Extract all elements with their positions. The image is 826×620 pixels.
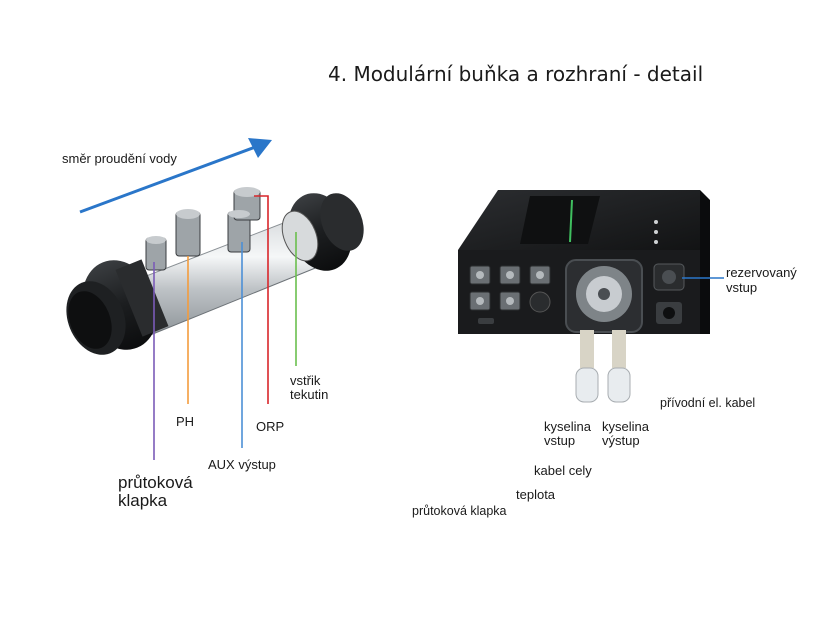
flow-switch-label-line1: průtoková	[118, 473, 193, 492]
flow-cell-tube	[66, 187, 364, 355]
aux-output-label: AUX výstup	[208, 457, 276, 472]
flow-direction-label: směr proudění vody	[62, 151, 177, 166]
orp-label: ORP	[256, 419, 285, 434]
page-title: 4. Modulární buňka a rozhraní - detail	[328, 62, 704, 86]
reserved-input-label-line2: vstup	[726, 280, 758, 295]
acid-tubing	[575, 330, 631, 403]
flow-switch-right-label: průtoková klapka	[412, 504, 507, 518]
cell-cable-label: kabel cely	[534, 463, 592, 478]
acid-input-label-line2: vstup	[544, 433, 576, 448]
injection-label-line2: tekutin	[290, 387, 329, 402]
acid-output-label-line1: kyselina	[602, 419, 649, 434]
flow-direction-arrow	[79, 138, 272, 214]
control-unit-box	[458, 190, 710, 334]
flow-switch-label-line2: klapka	[118, 491, 168, 510]
temperature-label: teplota	[516, 487, 556, 502]
reserved-input-label-line1: rezervovaný	[726, 265, 797, 280]
orp-leader-line	[254, 195, 269, 404]
injection-label-line1: vstřik	[290, 373, 321, 388]
power-cable-label: přívodní el. kabel	[660, 396, 756, 410]
acid-output-label-line2: výstup	[602, 433, 640, 448]
ph-label: PH	[176, 414, 195, 429]
acid-input-label-line1: kyselina	[544, 419, 591, 434]
